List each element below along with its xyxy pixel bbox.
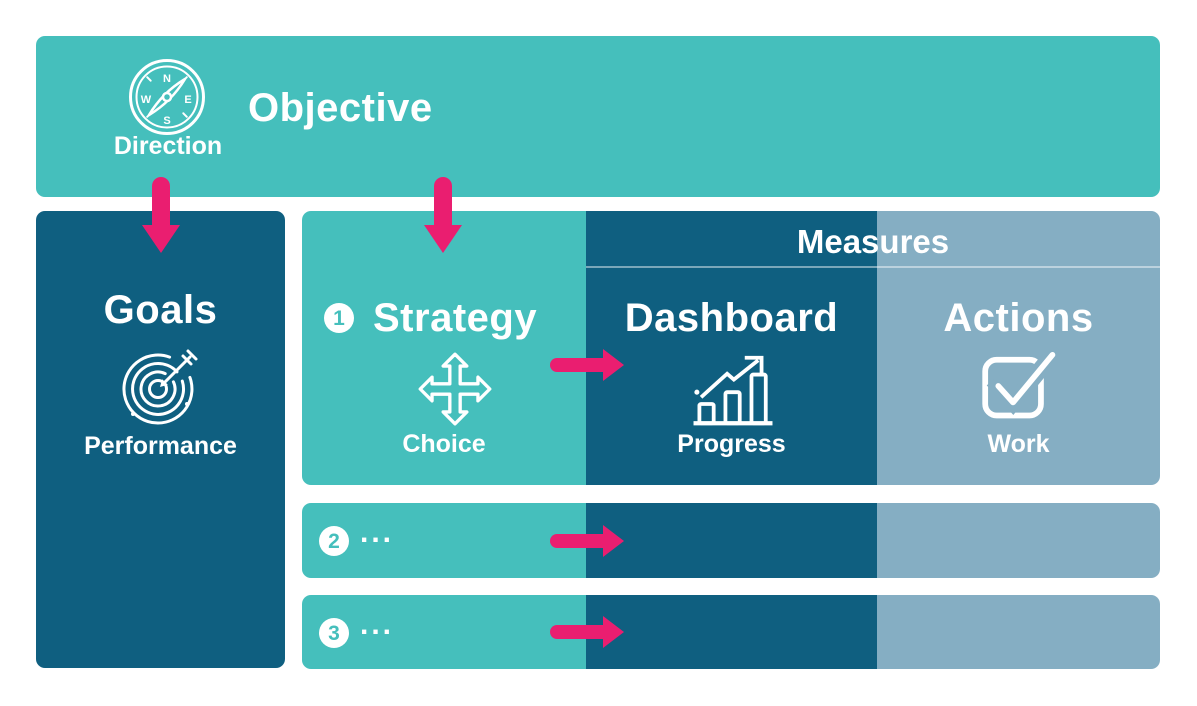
goals-panel: Goals Performance bbox=[36, 211, 285, 668]
strategy-cell-bg bbox=[302, 503, 586, 578]
strategy-to-dashboard-arrow-icon-2 bbox=[550, 525, 624, 557]
goals-title: Goals bbox=[103, 288, 218, 332]
actions-cell-bg bbox=[877, 211, 1160, 485]
compass-s-label: S bbox=[163, 115, 170, 127]
target-icon bbox=[122, 349, 198, 425]
choice-caption: Choice bbox=[402, 430, 486, 458]
checkbox-icon bbox=[982, 345, 1059, 419]
compass-e-label: E bbox=[184, 94, 191, 106]
strategy-cell-bg bbox=[302, 211, 586, 485]
strategy-row-2: 2 ... bbox=[302, 503, 1160, 578]
progress-caption: Progress bbox=[677, 430, 786, 458]
strategy-row-1: Measures 1 Strategy Choice Dashboard Pro… bbox=[302, 211, 1160, 485]
strategy-cell-bg bbox=[302, 595, 586, 669]
strategy-to-dashboard-arrow-icon-3 bbox=[550, 616, 624, 648]
row-number-badge-2: 2 bbox=[319, 526, 349, 556]
compass-n-label: N bbox=[163, 73, 171, 85]
compass-w-label: W bbox=[141, 94, 152, 106]
objective-banner: N E S W Direction Objective bbox=[36, 36, 1160, 197]
row-number-badge-3: 3 bbox=[319, 618, 349, 648]
actions-cell-bg bbox=[877, 595, 1160, 669]
growth-chart-icon bbox=[693, 355, 773, 426]
row-number-badge-1: 1 bbox=[324, 303, 354, 333]
move-arrows-icon bbox=[418, 352, 492, 426]
dashboard-cell-bg bbox=[586, 595, 877, 669]
actions-title: Actions bbox=[943, 296, 1094, 340]
dashboard-title: Dashboard bbox=[624, 296, 839, 340]
performance-caption: Performance bbox=[84, 432, 237, 460]
compass-icon: N E S W bbox=[129, 59, 205, 135]
objective-to-strategy-arrow-icon bbox=[424, 177, 462, 253]
work-caption: Work bbox=[987, 430, 1050, 458]
objective-title: Objective bbox=[248, 86, 433, 130]
measures-divider bbox=[586, 266, 1160, 268]
ellipsis-label: ... bbox=[360, 516, 395, 549]
strategy-to-dashboard-arrow-icon-1 bbox=[550, 349, 624, 381]
strategy-row-3: 3 ... bbox=[302, 595, 1160, 669]
strategy-title: Strategy bbox=[373, 296, 538, 340]
actions-cell-bg bbox=[877, 503, 1160, 578]
dashboard-cell-bg bbox=[586, 211, 877, 485]
ellipsis-label: ... bbox=[360, 608, 395, 641]
measures-title: Measures bbox=[796, 223, 950, 260]
direction-caption: Direction bbox=[113, 132, 223, 160]
objective-to-goals-arrow-icon bbox=[142, 177, 180, 253]
dashboard-cell-bg bbox=[586, 503, 877, 578]
